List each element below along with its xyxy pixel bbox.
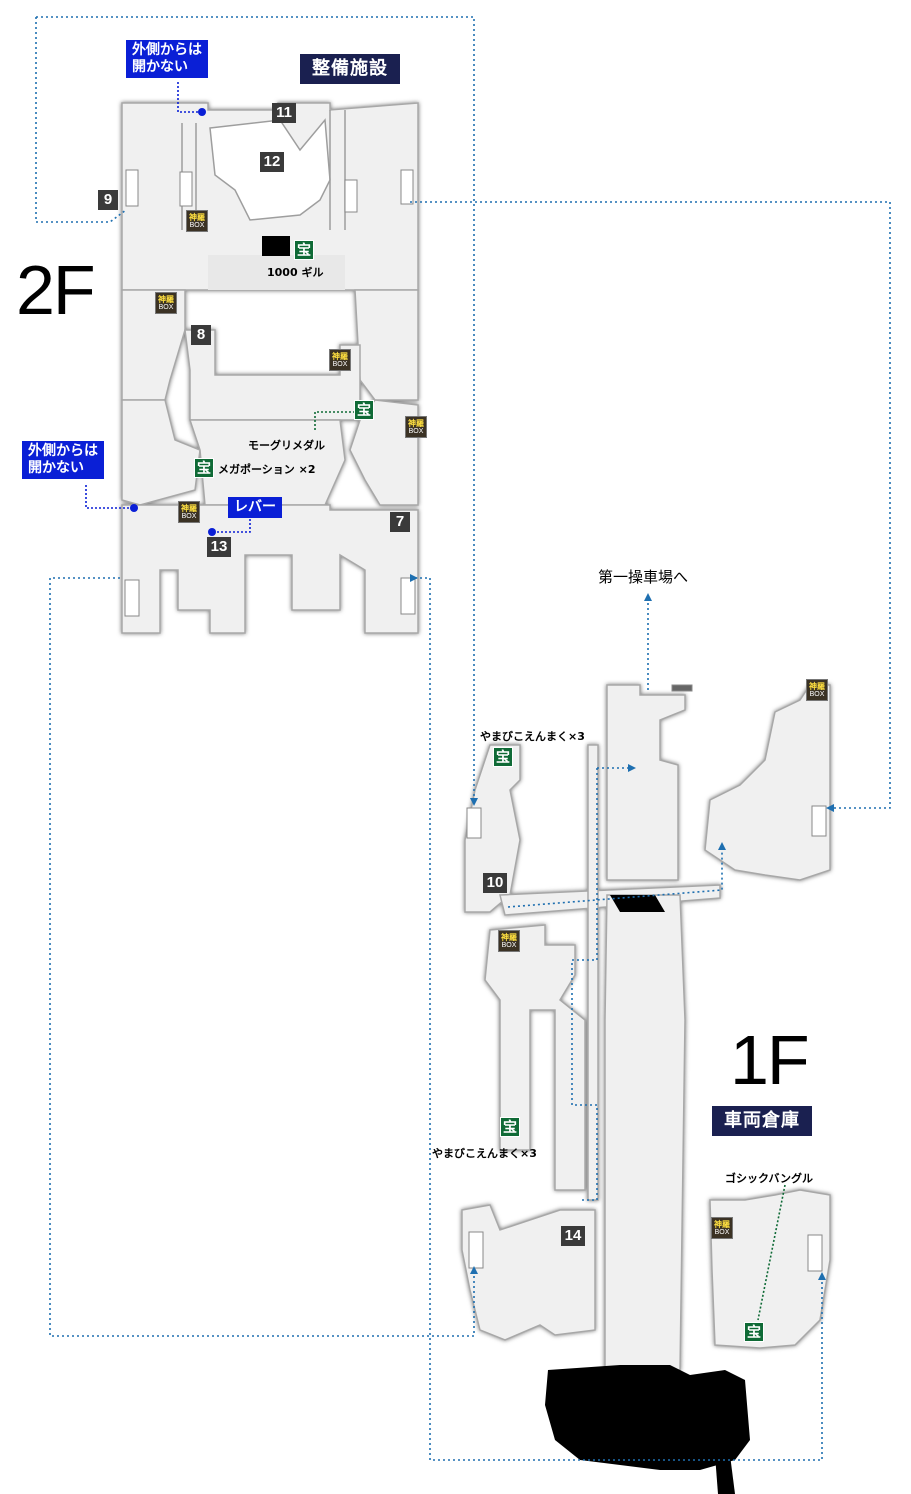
area-title-vehicle-depot: 車両倉庫 xyxy=(712,1106,812,1136)
shinra-box-bottom: BOX xyxy=(809,690,825,698)
location-number-12: 12 xyxy=(260,152,284,172)
floor-2f-plan xyxy=(121,102,419,634)
treasure-chest-icon-yamabiko-top: 宝 xyxy=(493,747,513,767)
location-number-8: 8 xyxy=(191,325,211,345)
item-leaders xyxy=(314,411,786,1321)
floor-2f-stairs xyxy=(124,169,416,617)
shinra-box-top: 神羅 xyxy=(408,418,424,428)
treasure-chest-icon-megapotion: 宝 xyxy=(194,458,214,478)
shinra-box-top: 神羅 xyxy=(332,351,348,361)
note-leaders xyxy=(85,82,251,533)
floor-label-2f: 2F xyxy=(16,251,96,329)
treasure-chest-icon-gil: 宝 xyxy=(294,240,314,260)
shinra-box-top: 神羅 xyxy=(189,212,205,222)
item-label-gil: 1000 ギル xyxy=(267,266,324,279)
shinra-box-bottom: BOX xyxy=(714,1228,730,1236)
floor-1f-stairs xyxy=(466,684,827,1272)
location-number-11: 11 xyxy=(272,103,296,123)
item-label-gothic-bangle: ゴシックバングル xyxy=(725,1172,813,1185)
note-dots xyxy=(130,108,216,536)
shinra-box-bottom: BOX xyxy=(501,941,517,949)
item-label-moogle-medal: モーグリメダル xyxy=(248,439,325,452)
item-label-yamabiko-bottom: やまびこえんまく×3 xyxy=(432,1147,537,1160)
area-title-maintenance: 整備施設 xyxy=(300,54,400,84)
shinra-box-bottom: BOX xyxy=(158,303,174,311)
location-number-13: 13 xyxy=(207,537,231,557)
location-number-14: 14 xyxy=(561,1226,585,1246)
shinra-box-top: 神羅 xyxy=(714,1219,730,1229)
treasure-chest-icon-gothic-bangle: 宝 xyxy=(744,1322,764,1342)
shinra-box-top: 神羅 xyxy=(809,681,825,691)
location-number-9: 9 xyxy=(98,190,118,210)
shinra-box-bottom: BOX xyxy=(189,221,205,229)
shinra-box-top: 神羅 xyxy=(181,503,197,513)
note-cannot-open-outside-mid: 外側からは 開かない xyxy=(22,441,104,479)
shinra-box-bottom: BOX xyxy=(181,512,197,520)
shinra-box-bottom: BOX xyxy=(332,360,348,368)
location-number-7: 7 xyxy=(390,512,410,532)
shinra-box-bottom: BOX xyxy=(408,427,424,435)
floor-label-1f: 1F xyxy=(730,1021,810,1099)
floor-1f-wreckage xyxy=(545,895,750,1494)
route-arrows xyxy=(410,574,834,1280)
item-label-megapotion: メガポーション ×2 xyxy=(218,463,316,476)
item-label-yamabiko-top: やまびこえんまく×3 xyxy=(480,730,585,743)
treasure-chest-icon-moogle-medal: 宝 xyxy=(354,400,374,420)
destination-first-yard: 第一操車場へ xyxy=(598,568,689,586)
treasure-chest-icon-yamabiko-bottom: 宝 xyxy=(500,1117,520,1137)
shinra-box-top: 神羅 xyxy=(158,294,174,304)
shinra-box-top: 神羅 xyxy=(501,932,517,942)
location-number-10: 10 xyxy=(483,873,507,893)
route-lines xyxy=(35,16,891,1461)
note-cannot-open-outside-top: 外側からは 開かない xyxy=(126,40,208,78)
note-lever: レバー xyxy=(228,497,282,518)
